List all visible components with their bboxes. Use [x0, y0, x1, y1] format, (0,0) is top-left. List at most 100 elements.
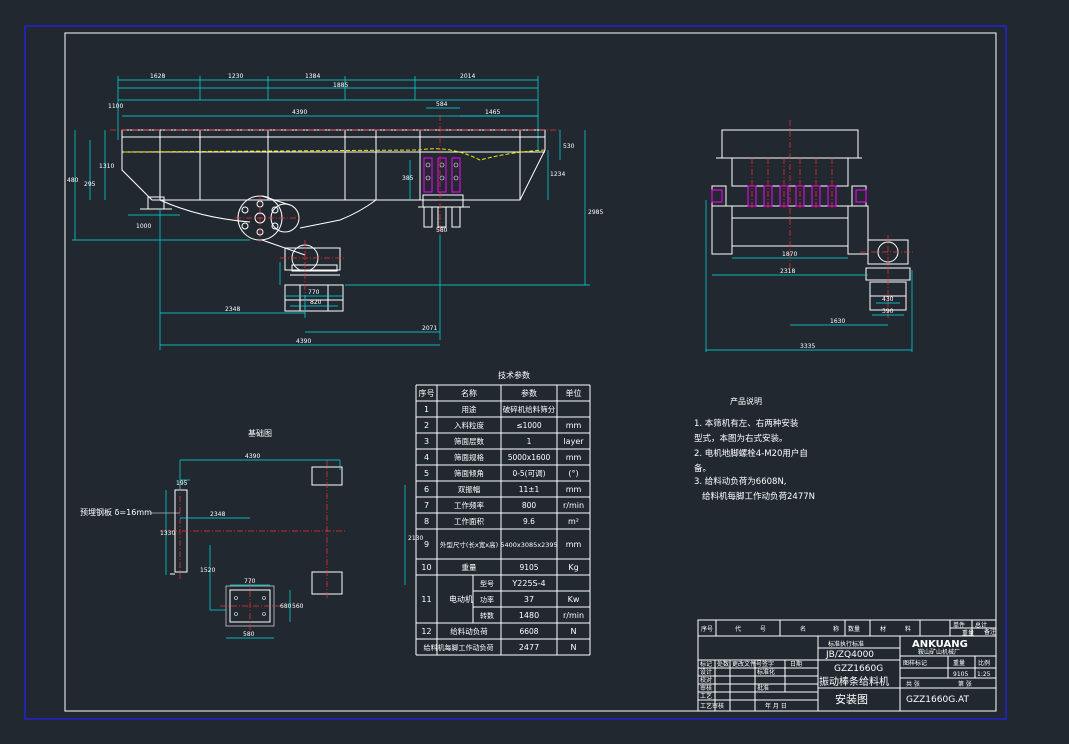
fnd-dim-1: 4390: [245, 453, 260, 460]
tb-count: 处数: [717, 660, 729, 668]
note-line-4: 备。: [694, 463, 711, 474]
tech-row-param-0: 破碎机给料筛分: [503, 404, 556, 414]
note-line-2: 型式，本图为右式安装。: [694, 433, 788, 444]
tb-drawing-type: 安装图: [835, 692, 868, 706]
tb-standard: JB/ZQ4000: [825, 650, 874, 660]
sdim-6: 390: [882, 308, 894, 315]
outer-frame: [24, 25, 1007, 720]
note-line-3: 2. 电机地脚螺栓4-M20用户自: [694, 448, 808, 459]
tech-row-unit-11: N: [571, 627, 577, 636]
front-view: 1628 1230 1384 1885 2014 4390 584 1465: [67, 73, 603, 350]
side-view: 1870 2318 1630 3335 430 390: [705, 120, 915, 352]
tech-row-name-11: 给料动负荷: [450, 626, 488, 636]
fdim-4: 1885: [333, 82, 348, 89]
fdim-17: 1000: [136, 223, 151, 230]
tech-row-no-10: 11: [421, 595, 431, 604]
motor-label-0: 型号: [480, 579, 494, 588]
tb-standard-label: 标准执行标准: [828, 640, 864, 648]
tech-row-param-5: 11±1: [519, 485, 540, 494]
tech-table-title: 技术参数: [498, 370, 530, 380]
tech-row-no-3: 4: [424, 453, 429, 462]
foundation-title: 基础图: [248, 428, 272, 438]
fdim-19: 2071: [422, 325, 437, 332]
tech-row-param-11: 6608: [519, 627, 538, 636]
tb-model: GZZ1660G: [834, 664, 883, 674]
tech-row-unit-4: (°): [568, 469, 578, 478]
note-line-6: 给料机每脚工作动负荷2477N: [702, 491, 815, 502]
foundation-view: 基础图 预埋钢板 δ=16mm: [80, 428, 423, 639]
tb-standard2: 标准化: [757, 668, 775, 676]
tb-design: 设计: [700, 668, 712, 676]
tb-craft: 工艺审核: [700, 702, 724, 710]
tech-row-name-5: 双振幅: [458, 484, 481, 494]
tech-row-name-1: 入料粒度: [454, 420, 484, 430]
sdim-5: 430: [882, 296, 894, 303]
fdim-9: 385: [402, 175, 414, 182]
fnd-dim-6: 1520: [200, 567, 215, 574]
fdim-10: 530: [563, 143, 575, 150]
tb-process: 工艺: [700, 692, 712, 700]
tech-row-param-1: ≤1000: [516, 421, 542, 430]
tb-check: 校对: [700, 676, 712, 684]
tb-h-note: 备注: [984, 628, 996, 636]
tb-weight: 9105: [953, 671, 968, 678]
sdim-4: 3335: [800, 343, 815, 350]
tb-h-no: 序号: [701, 625, 713, 633]
tech-row-no-0: 1: [424, 405, 429, 414]
tech-row-name-2: 筛面层数: [454, 436, 484, 446]
tb-brand: ANKUANG: [912, 639, 968, 650]
title-block: 序号 代 号 名 称 数量 材 料 单件 总计 备注 重量 标准执行标准 JB/…: [697, 619, 997, 712]
fnd-dim-2: 195: [176, 480, 188, 487]
tech-row-unit-8: mm: [566, 540, 582, 549]
fdim-13: 1100: [108, 103, 123, 110]
motor-value-2: 1480: [519, 611, 539, 620]
motor-label-2: 转数: [480, 611, 494, 620]
sdim-3: 1630: [830, 318, 845, 325]
fdim-7: 584: [436, 101, 448, 108]
tech-row-unit-6: r/min: [563, 501, 584, 510]
tech-row-no-7: 8: [424, 517, 429, 526]
note-line-5: 3. 给料动负荷为6608N,: [694, 476, 787, 487]
fdim-3: 1384: [305, 73, 320, 80]
fdim-12: 2985: [588, 209, 603, 216]
fnd-dim-7: 770: [244, 578, 256, 585]
note-line-1: 1. 本筛机有左、右两种安装: [694, 418, 799, 429]
fnd-dim-9: 680: [280, 603, 292, 610]
product-notes: 产品说明 1. 本筛机有左、右两种安装 型式，本图为右式安装。 2. 电机地脚螺…: [694, 396, 815, 502]
tech-row-param-2: 1: [527, 437, 532, 446]
tech-row-name-4: 筛面倾角: [454, 468, 484, 478]
tech-row-name-3: 筛面规格: [454, 452, 484, 462]
tb-weight-label: 重量: [953, 659, 965, 667]
tb-review: 审核: [700, 684, 712, 692]
tech-row-unit-7: m²: [568, 517, 579, 526]
tb-rdate: 日期: [790, 660, 802, 668]
tb-name: 振动棒条给料机: [819, 675, 889, 688]
tb-approve: 批准: [757, 684, 769, 692]
fnd-dim-10: 560: [292, 603, 304, 610]
tb-h-code2: 号: [760, 626, 766, 633]
fdim-23: 580: [436, 227, 448, 234]
tech-extra-name: 给料机每脚工作动负荷: [424, 643, 494, 652]
motor-value-1: 37: [524, 595, 534, 604]
embedded-plate-label: 预埋钢板 δ=16mm: [80, 507, 152, 517]
inner-frame: [64, 32, 997, 712]
tb-sheets: 共 张: [906, 680, 920, 688]
notes-title: 产品说明: [730, 396, 762, 406]
tech-row-unit-1: mm: [566, 421, 582, 430]
fdim-21: 820: [310, 299, 322, 306]
fdim-11: 1234: [550, 171, 565, 178]
tech-row-unit-3: mm: [566, 453, 582, 462]
tech-row-name-0: 用途: [462, 404, 477, 414]
fdim-14: 480: [67, 177, 79, 184]
tech-row-no-9: 10: [421, 563, 431, 572]
tech-row-param-3: 5000x1600: [508, 453, 551, 462]
tech-extra-unit: N: [571, 643, 577, 652]
tech-header-0: 序号: [419, 388, 435, 398]
tech-row-no-2: 3: [424, 437, 429, 446]
tech-row-no-4: 5: [424, 469, 429, 478]
tb-h-name2: 称: [833, 625, 839, 633]
tb-file: 更改文件号: [732, 660, 762, 668]
tech-row-name-10: 电动机: [449, 594, 473, 604]
